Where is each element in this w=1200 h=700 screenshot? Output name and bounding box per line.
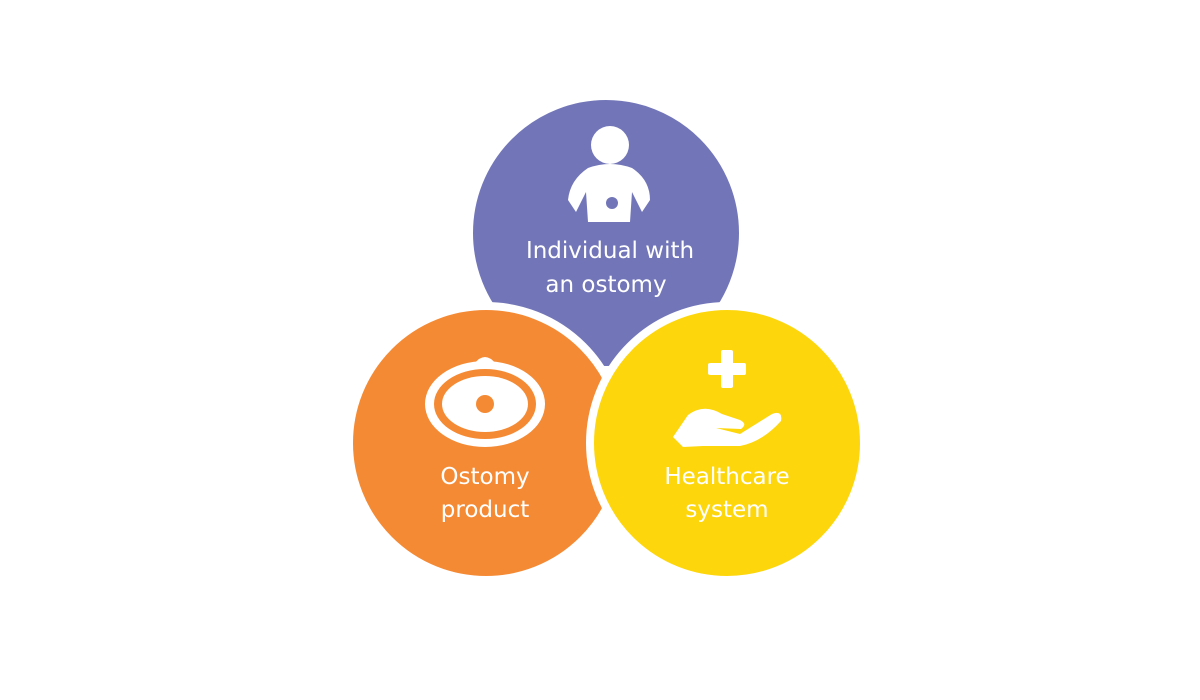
healthcare-label-line1: Healthcare (664, 464, 789, 490)
ostomy-pouch-icon (425, 357, 545, 447)
hand-cross-icon (673, 350, 782, 447)
circle-product: Ostomy product (345, 302, 627, 584)
product-label-line1: Ostomy (440, 464, 529, 490)
individual-label-line2: an ostomy (545, 272, 666, 298)
person-ostomy-icon (568, 126, 650, 222)
circle-healthcare: Healthcare system (586, 302, 868, 584)
individual-label-line1: Individual with (526, 238, 694, 264)
circle-individual: Individual with an ostomy (465, 92, 747, 374)
product-label-line2: product (441, 497, 529, 523)
healthcare-label-line2: system (685, 497, 768, 523)
